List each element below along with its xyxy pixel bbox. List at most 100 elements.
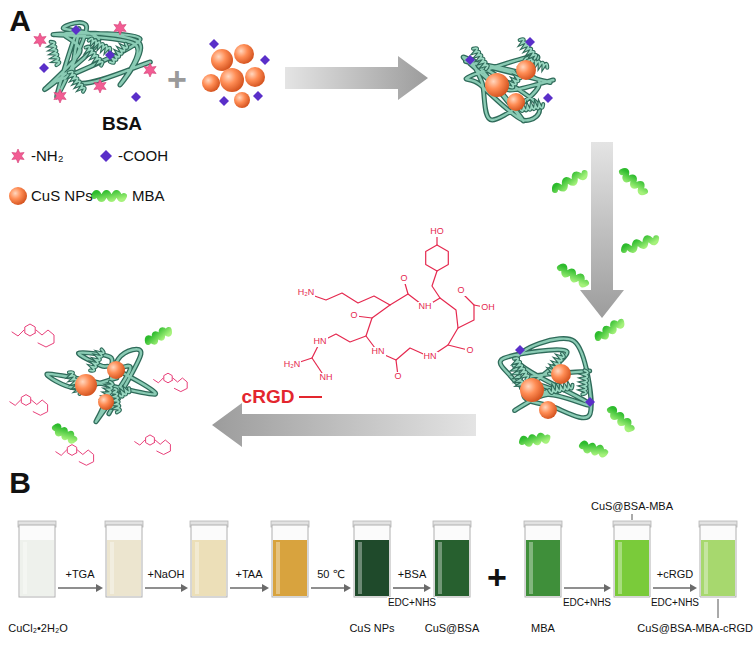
helix — [90, 349, 105, 372]
crgd-ring — [25, 324, 35, 336]
cus-sphere — [520, 378, 544, 402]
crgd-chain — [77, 450, 93, 465]
panel-letter: B — [9, 466, 31, 499]
cuvette — [434, 525, 470, 597]
carboxyl-diamond — [260, 55, 270, 65]
crgd-chain — [36, 330, 54, 347]
ribbon-edge — [47, 349, 156, 422]
peptide-ring — [366, 294, 458, 360]
carboxyl-diamond — [131, 92, 141, 102]
process-arrow — [285, 56, 428, 100]
bsa-protein — [463, 38, 553, 121]
crgd-ring — [146, 435, 155, 445]
reagent-label: +TAA — [235, 568, 262, 580]
legend-text: -COOH — [118, 148, 168, 165]
mba-squiggle — [559, 265, 588, 285]
atom-label: O — [393, 372, 402, 382]
helix — [514, 357, 529, 379]
crgd-chain — [155, 440, 170, 455]
helix — [51, 41, 60, 65]
crgd-dash — [299, 396, 322, 398]
atom-label: OH — [480, 303, 496, 313]
crgd-chain — [154, 378, 164, 383]
carboxyl-diamond — [465, 55, 475, 65]
mba-squiggle — [521, 435, 547, 445]
step-arrow-head — [604, 584, 611, 592]
cuvette — [700, 525, 736, 597]
mba-squiggle — [554, 170, 587, 192]
cuvette-liquid — [355, 540, 389, 596]
cus-sphere — [98, 394, 114, 410]
ribbon — [463, 56, 553, 121]
cuvette-liquid — [107, 540, 141, 596]
amine-star — [54, 89, 66, 103]
atom-label: NH — [418, 302, 433, 312]
helix-edge — [85, 45, 103, 65]
cuvette-glint — [618, 542, 622, 594]
cus-sphere — [551, 364, 571, 384]
step-arrow-head — [262, 584, 269, 592]
crgd-chain — [10, 400, 21, 405]
step-arrow-head — [344, 584, 351, 592]
protein-name: BSA — [102, 114, 142, 135]
helix-edge — [473, 47, 489, 69]
sample-label: MBA — [531, 622, 555, 634]
helix-edge — [549, 385, 573, 394]
cus-sphere — [107, 361, 125, 379]
cus-sphere — [220, 68, 244, 92]
helix — [69, 70, 86, 91]
cuvette-glint — [110, 542, 114, 594]
condition-label: 50 ℃ — [317, 568, 345, 580]
carboxyl-diamond — [219, 96, 229, 106]
cuvette — [525, 525, 561, 597]
crgd-ring — [67, 445, 76, 456]
atom-label: HN — [371, 347, 386, 357]
cuvette — [354, 525, 390, 597]
step-arrow-line — [145, 587, 182, 589]
step-arrow-line — [311, 587, 345, 589]
cuvette — [19, 525, 55, 597]
cuvette-liquid — [615, 540, 649, 596]
atom-label: O — [465, 346, 474, 356]
amine-star — [144, 63, 156, 77]
crgd-chain — [135, 440, 145, 445]
reagent-label: +TGA — [65, 568, 94, 580]
mba-squiggle — [608, 408, 633, 431]
legend-text: -NH₂ — [31, 148, 63, 165]
helix-edge — [90, 349, 105, 372]
atom-label: O — [349, 311, 358, 321]
legend-text: CuS NPs — [31, 188, 93, 205]
crgd-ring — [164, 373, 172, 383]
cuvette-liquid — [701, 540, 735, 596]
mba-squiggle — [94, 193, 124, 199]
cuvette — [272, 525, 308, 597]
carboxyl-diamond — [71, 25, 81, 35]
reagent-label: EDC+NHS — [650, 597, 700, 608]
atom-label: H₂N — [297, 288, 316, 298]
bsa-protein — [47, 349, 156, 422]
mba-squiggle — [147, 327, 171, 344]
cuvette-glint — [358, 542, 362, 594]
crgd-chain — [12, 330, 24, 336]
carboxyl-diamond — [515, 345, 525, 355]
mba-squiggle — [581, 443, 606, 455]
cus-sphere — [202, 74, 220, 92]
atom-label: O — [456, 286, 465, 296]
carboxyl-diamond — [39, 63, 49, 73]
helix — [520, 38, 538, 59]
cuvette — [106, 525, 142, 597]
mba-squiggle — [620, 170, 647, 194]
cus-sphere — [9, 187, 27, 205]
bond — [306, 293, 390, 305]
amine-star — [34, 33, 46, 47]
cus-sphere — [234, 44, 254, 64]
cus-sphere — [516, 60, 536, 80]
helix-edge — [520, 38, 538, 59]
carboxyl-diamond — [209, 39, 219, 49]
process-arrow — [212, 403, 476, 447]
cuvette-glint — [195, 542, 199, 594]
reagent-label: EDC+NHS — [562, 597, 612, 608]
cuvette-glint — [276, 542, 280, 594]
